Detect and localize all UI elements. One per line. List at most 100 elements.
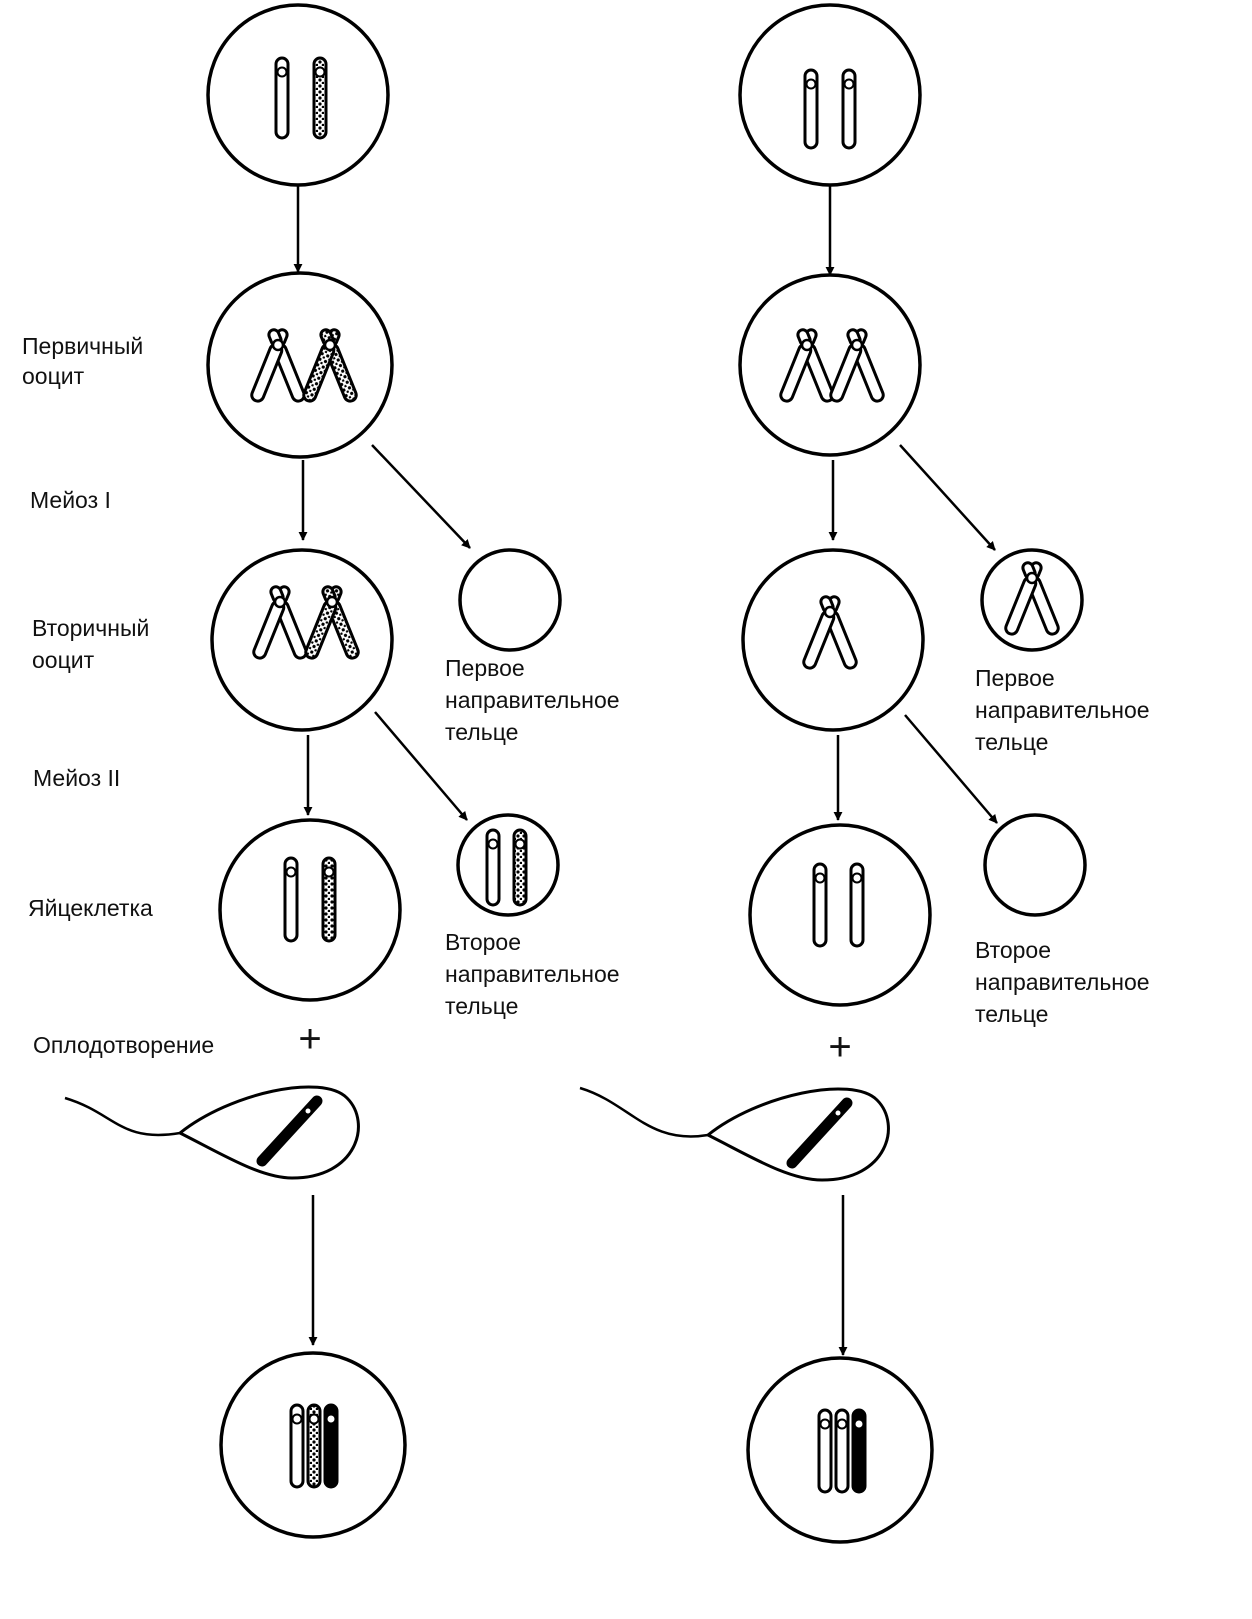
centromere: [325, 595, 339, 609]
arrow-to-polar-body: [899, 444, 996, 551]
centromere: [314, 66, 326, 78]
chromosome: [849, 862, 865, 948]
chromatid: [512, 828, 528, 907]
chromosome-maternal: [289, 1403, 305, 1489]
second-polar-body-left: [456, 813, 560, 917]
chromosome: [834, 1408, 850, 1494]
chromosome: [803, 68, 819, 150]
plus-sign-right: +: [828, 1025, 851, 1069]
second-polar-body-right: [983, 813, 1087, 917]
centromere: [851, 872, 863, 884]
cell-primary-oocyte-right: [738, 273, 922, 457]
label-first-polar-body-left-2: направительное: [445, 687, 620, 713]
chromatid: [485, 828, 501, 907]
centromere: [325, 1413, 337, 1425]
label-primary-oocyte-1: Первичный: [22, 333, 143, 359]
label-meiosis-1: Мейоз I: [30, 487, 111, 513]
label-second-polar-body-left-3: тельце: [445, 993, 518, 1019]
chromatid: [306, 1403, 322, 1489]
chromosome-sperm: [851, 1408, 867, 1494]
centromere: [487, 838, 499, 850]
label-first-polar-body-left-1: Первое: [445, 655, 525, 681]
centromere: [835, 1110, 841, 1116]
label-secondary-oocyte-2: ооцит: [32, 647, 95, 673]
label-second-polar-body-left-2: направительное: [445, 961, 620, 987]
label-second-polar-body-right-3: тельце: [975, 1001, 1048, 1027]
chromatid: [812, 862, 828, 948]
tetrad-paternal: [304, 585, 360, 660]
centromere: [305, 1108, 311, 1114]
chromatid: [289, 1403, 305, 1489]
centromere: [1025, 571, 1039, 585]
label-first-polar-body-right-1: Первое: [975, 665, 1055, 691]
centromere: [853, 1418, 865, 1430]
chromosome: [841, 68, 857, 150]
chromatid: [803, 68, 819, 150]
chromatid: [274, 56, 290, 140]
plus-sign-left: +: [298, 1017, 321, 1061]
chromosome-paternal: [306, 1403, 322, 1489]
centromere: [323, 338, 337, 352]
centromere: [273, 595, 287, 609]
centromere: [814, 872, 826, 884]
chromatid: [817, 1408, 833, 1494]
centromere: [276, 66, 288, 78]
label-primary-oocyte-2: ооцит: [22, 363, 85, 389]
chromosome: [817, 1408, 833, 1494]
label-meiosis-2: Мейоз II: [33, 765, 120, 791]
sperm-right: [579, 1086, 890, 1182]
cell-initial-left: [206, 3, 390, 187]
chromosome-maternal: [485, 828, 501, 907]
sperm-tail: [579, 1086, 709, 1138]
label-egg: Яйцеклетка: [28, 895, 153, 921]
cell-egg-left: [218, 818, 402, 1002]
tetrad-maternal: [250, 328, 306, 403]
arrow-to-polar-body: [371, 444, 471, 549]
chromosome-paternal: [312, 56, 328, 140]
label-second-polar-body-right-2: направительное: [975, 969, 1150, 995]
centromere: [285, 866, 297, 878]
cell-initial-right: [738, 3, 922, 187]
label-fertilization: Оплодотворение: [33, 1032, 214, 1058]
chromatid: [841, 68, 857, 150]
label-first-polar-body-right-3: тельце: [975, 729, 1048, 755]
sperm-head: [705, 1087, 890, 1182]
label-second-polar-body-right-1: Второе: [975, 937, 1051, 963]
first-polar-body-left: [458, 548, 562, 652]
cell-primary-oocyte-left: [206, 271, 394, 459]
centromere: [836, 1418, 848, 1430]
tetrad-paternal: [302, 328, 358, 403]
chromatid: [851, 1408, 867, 1494]
centromere: [291, 1413, 303, 1425]
sperm-left: [64, 1085, 360, 1180]
chromosome: [812, 862, 828, 948]
cell-secondary-oocyte-right: [741, 548, 925, 732]
chromosome-paternal: [321, 856, 337, 943]
centromere: [850, 338, 864, 352]
chromatid: [321, 856, 337, 943]
centromere: [805, 78, 817, 90]
cell-egg-right: [748, 823, 932, 1007]
centromere: [843, 78, 855, 90]
chromosome-paternal-sperm: [323, 1403, 339, 1489]
tetrad: [1004, 561, 1060, 636]
chromatid: [323, 1403, 339, 1489]
label-second-polar-body-left-1: Второе: [445, 929, 521, 955]
chromatid: [849, 862, 865, 948]
centromere: [823, 605, 837, 619]
chromosome-maternal: [283, 856, 299, 943]
centromere: [800, 338, 814, 352]
label-first-polar-body-left-3: тельце: [445, 719, 518, 745]
centromere: [271, 338, 285, 352]
label-first-polar-body-right-2: направительное: [975, 697, 1150, 723]
sperm-head: [177, 1085, 360, 1180]
centromere: [819, 1418, 831, 1430]
chromatid: [312, 56, 328, 140]
sperm-tail: [64, 1096, 181, 1137]
arrow-to-polar-body: [374, 711, 468, 821]
centromere: [323, 866, 335, 878]
arrow-to-polar-body: [904, 714, 998, 824]
tetrad-maternal: [252, 585, 308, 660]
chromosome-maternal: [274, 56, 290, 140]
